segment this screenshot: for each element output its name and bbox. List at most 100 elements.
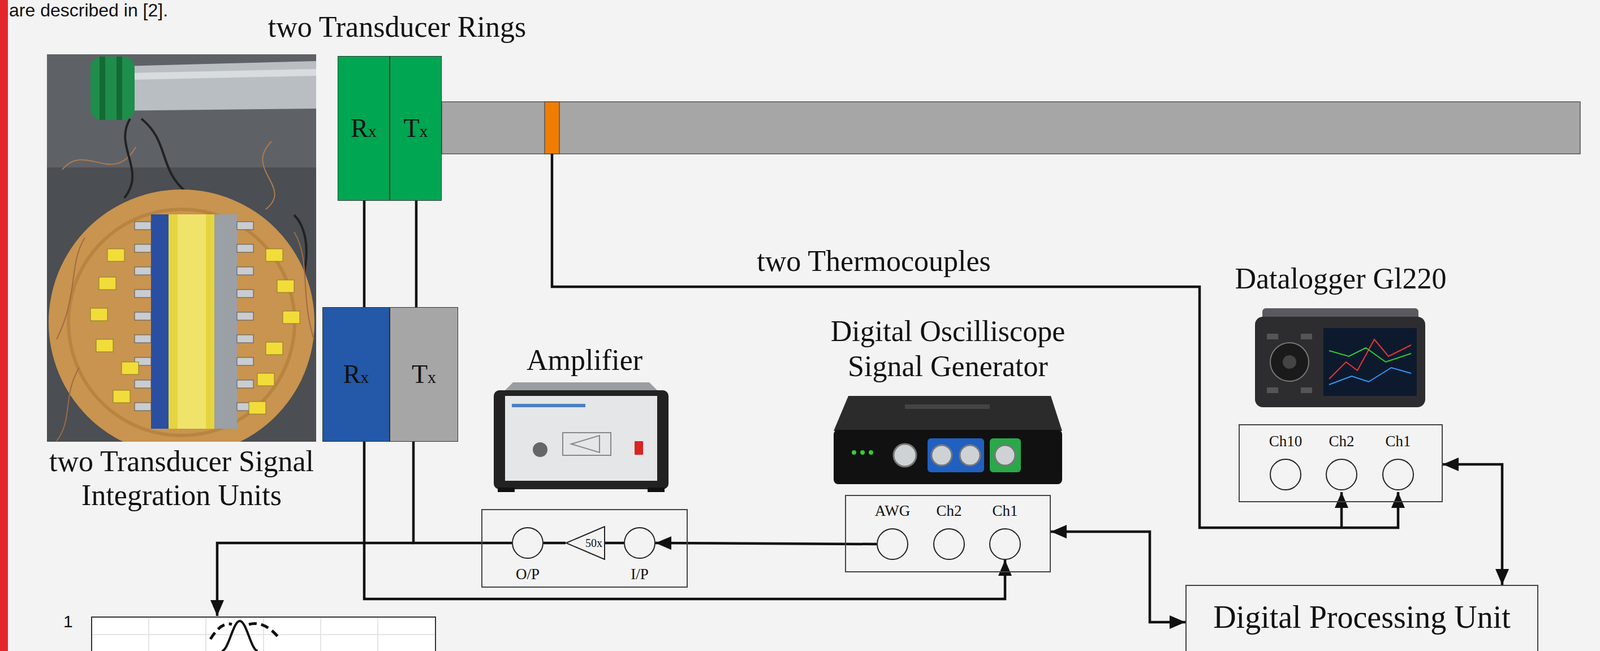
signal-connector [543,541,566,545]
setup-photo-part-part [107,248,125,262]
setup-photo-part-part [236,266,254,275]
setup-photo-part-part [277,279,295,293]
port-name: Ch1 [1358,432,1438,451]
amplifier-photo-part [562,432,611,456]
amplifier-photo-part [493,390,669,490]
setup-photo-part-part [236,221,254,230]
setup-photo-part [46,54,317,168]
port-name: I/P [600,565,680,584]
label-slot: 1 [63,611,86,632]
setup-photo-part [99,56,106,120]
io-port: O/P [511,527,544,559]
datalogger-photo-part [1329,367,1412,385]
amplifier-photo-part [634,441,644,455]
datalogger-photo [1255,308,1426,408]
io-port: Ch1 [989,528,1021,560]
setup-photo-part-part [121,361,139,375]
setup-photo-part-part [134,334,152,343]
channel-name: Tx [411,361,437,388]
pipe-part [544,101,560,154]
oscilloscope-photo-part [833,429,1063,485]
signal-plot-part [221,620,258,651]
datalogger-photo-part [1266,387,1279,394]
io-port: AWG [876,528,909,560]
setup-photo-part-part [248,401,266,414]
signal-connector [413,441,512,543]
signal-connector [1442,464,1503,585]
port-name: O/P [488,565,568,584]
setup-photo-part-part [134,244,152,253]
io-port: I/P [623,527,656,559]
datalogger-photo-part [1300,333,1313,340]
label-slot: two Transducer Rings [238,10,556,45]
setup-photo-part [124,118,133,198]
setup-photo-part-part [96,339,114,352]
signal-plot-part [210,623,232,640]
amplifier-photo-part [511,403,586,408]
thermocouple-wire-part [1340,492,1344,528]
datalogger-photo-part [1270,342,1309,382]
amplifier-gain-symbol: 50x [565,525,606,560]
drive-signal-wire [217,542,414,616]
setup-photo-part-part [282,311,300,324]
port-name: Ch10 [1245,432,1326,451]
setup-photo-part [116,56,123,120]
amplifier-photo-part [647,487,665,493]
channel-name: Rx [350,115,377,142]
setup-photo-part [177,214,206,429]
oscilloscope-photo-part [959,445,981,466]
signal-connector [1050,531,1186,623]
setup-photo-part-part [113,390,131,403]
setup-photo-part-part [236,244,254,253]
setup-photo-part [214,214,237,429]
setup-photo-part [168,214,215,429]
setup-photo [46,54,317,442]
signal-integration-unit: Tx [389,307,459,442]
setup-photo-part-part [134,312,152,321]
oscilloscope-photo-part [868,450,874,455]
amplifier-panel: O/P50xI/PAmplifier [481,509,688,588]
oscilloscope-photo-part [994,445,1016,466]
oscilloscope-photo-part [893,443,917,467]
datalogger-photo-part [1329,339,1412,379]
processing-unit-box: Digital Processing Unit [1185,584,1539,651]
setup-photo-part-part [265,342,283,355]
oscilloscope-photo-part [989,438,1021,473]
datalogger-panel: Ch10Ch2Ch1Datalogger Gl220 [1238,424,1443,503]
setup-photo-part [48,189,315,442]
amplifier-photo-part [505,395,658,481]
setup-photo-part-part [98,277,116,290]
oscilloscope-photo-part [833,395,1063,431]
setup-photo-part-part [90,308,108,321]
page-margin-bar [0,0,8,651]
setup-photo-part-part [134,221,152,230]
box-title: Digital Processing Unit [1213,598,1511,637]
oscilloscope-panel: AWGCh2Ch1Digital Oscilliscope Signal Gen… [844,494,1051,573]
gain-value: 50x [565,525,606,560]
signal-connector [363,200,366,308]
oscilloscope-photo [833,395,1063,485]
setup-photo-part-part [56,237,85,340]
signal-plot-part [91,617,436,651]
io-port: Ch10 [1269,458,1302,491]
datalogger-photo-part [1323,328,1417,396]
setup-photo-part [151,214,169,429]
datalogger-photo-part [1329,347,1412,362]
setup-photo-part [62,147,136,170]
oscilloscope-photo-part [904,404,990,409]
setup-photo-part-part [134,266,152,275]
setup-photo-part [134,221,254,411]
pipe-part [441,101,1581,154]
signal-plot-part [248,623,280,640]
setup-photo-part-part [257,373,275,386]
device-heading: Datalogger Gl220 [1205,261,1477,297]
label-slot: are described in [2]. [9,0,247,21]
wire-label: two Thermocouples [735,244,1013,279]
setup-photo-part-part [56,367,80,442]
label-slot: two Transducer Signal Integration Units [40,444,323,513]
transducer-ring: Tx [389,55,442,201]
datalogger-photo-part [1282,355,1297,369]
